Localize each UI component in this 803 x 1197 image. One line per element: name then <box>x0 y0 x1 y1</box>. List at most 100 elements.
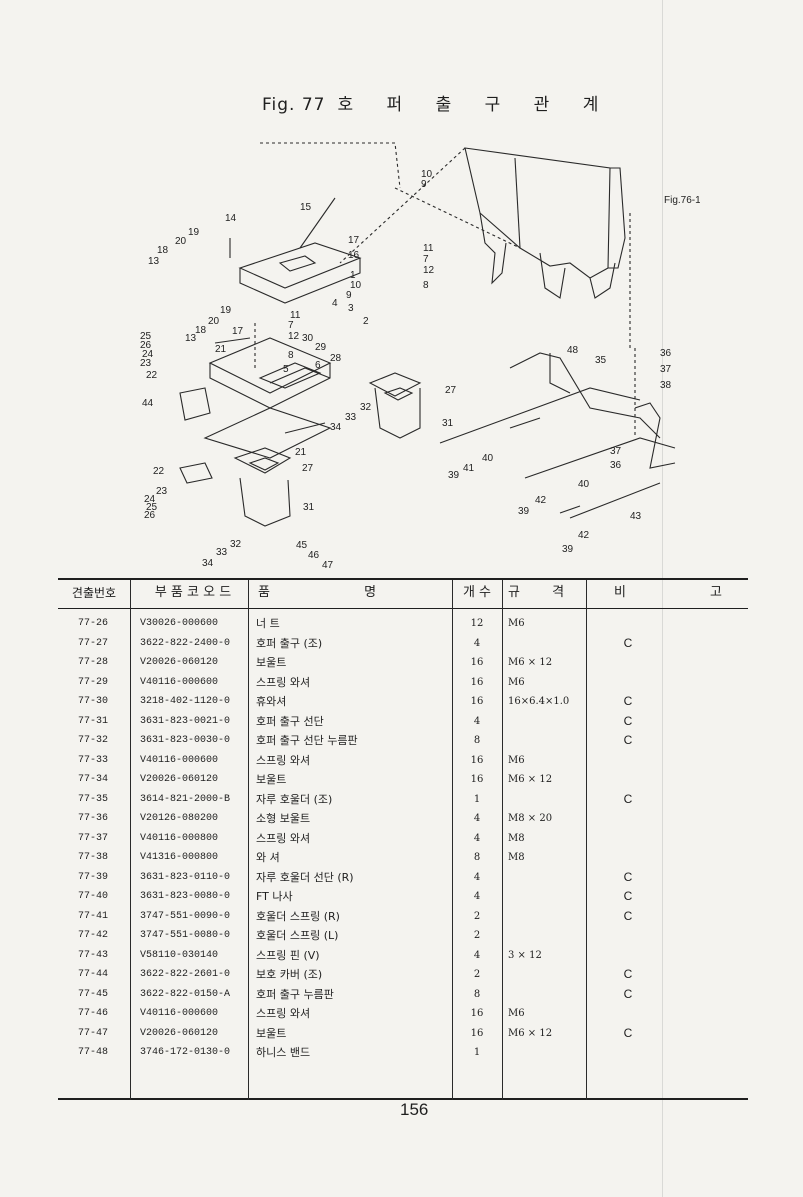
cell-spec: M6 × 12 <box>508 774 553 785</box>
cell-code: 3631-823-0021-0 <box>140 715 231 727</box>
svg-text:17: 17 <box>232 326 244 337</box>
col-divider <box>452 580 453 1100</box>
cell-name: 보울트 <box>256 773 287 786</box>
cell-code: V40116-000600 <box>140 754 219 766</box>
cell-qty: 16 <box>470 1027 484 1039</box>
svg-text:20: 20 <box>208 316 220 327</box>
svg-text:25: 25 <box>146 502 158 513</box>
cell-no: 77-47 <box>78 1027 109 1039</box>
cell-name: 호울더 스프링 (R) <box>256 909 340 923</box>
svg-text:8: 8 <box>423 280 429 291</box>
svg-text:42: 42 <box>578 530 590 541</box>
svg-text:40: 40 <box>578 479 590 490</box>
cell-code: 3614-821-2000-B <box>140 793 231 805</box>
cell-spec: M8 × 20 <box>508 813 553 824</box>
cell-no: 77-26 <box>78 618 109 629</box>
header-remark: 비 고 <box>613 585 723 600</box>
cell-no: 77-40 <box>78 891 109 902</box>
svg-text:8: 8 <box>288 350 294 361</box>
cell-code: V40116-000600 <box>140 1008 219 1019</box>
cell-no: 77-35 <box>78 793 109 805</box>
cell-spec: M6 <box>508 618 525 629</box>
cell-remark: C <box>623 713 633 728</box>
cell-name: 보울트 <box>256 1026 287 1040</box>
cell-name: 호퍼 출구 누름판 <box>256 987 334 1001</box>
cell-code: 3631-823-0080-0 <box>140 891 231 902</box>
cell-qty: 4 <box>473 949 481 961</box>
svg-text:19: 19 <box>188 227 200 238</box>
cell-qty: 4 <box>473 715 481 727</box>
cell-no: 77-33 <box>78 754 109 766</box>
cell-remark: C <box>623 635 633 650</box>
cell-spec: M8 <box>508 852 525 863</box>
svg-text:44: 44 <box>142 398 154 409</box>
cell-spec: M6 × 12 <box>508 657 553 668</box>
svg-text:7: 7 <box>288 320 294 331</box>
svg-text:14: 14 <box>225 213 237 224</box>
cell-qty: 8 <box>473 988 481 1000</box>
svg-text:16: 16 <box>348 250 360 261</box>
cell-qty: 2 <box>473 969 481 980</box>
cell-qty: 1 <box>473 1047 481 1058</box>
svg-text:15: 15 <box>300 202 312 213</box>
cell-qty: 16 <box>470 696 484 707</box>
svg-text:24: 24 <box>142 349 154 360</box>
svg-text:10: 10 <box>421 169 433 180</box>
cell-name: 호퍼 출구 선단 <box>256 714 324 728</box>
cell-no: 77-27 <box>78 637 109 649</box>
svg-text:34: 34 <box>202 558 214 569</box>
svg-text:18: 18 <box>157 245 169 256</box>
cell-remark: C <box>623 1025 633 1040</box>
figure-label: Fig. 77 <box>262 95 326 115</box>
svg-text:39: 39 <box>448 470 460 481</box>
binding-line <box>662 0 663 1197</box>
svg-text:37: 37 <box>660 364 672 375</box>
cell-code: V30026-000600 <box>140 618 219 629</box>
cell-no: 77-48 <box>78 1047 109 1058</box>
cell-name: 스프링 핀 (V) <box>256 948 320 962</box>
cell-spec: 3 × 12 <box>508 949 542 961</box>
cell-remark: C <box>623 889 633 903</box>
cell-remark: C <box>623 967 633 981</box>
cell-no: 77-37 <box>78 832 109 844</box>
svg-text:42: 42 <box>535 495 547 506</box>
svg-text:13: 13 <box>148 256 160 267</box>
svg-text:38: 38 <box>660 380 672 391</box>
cell-code: V40116-000800 <box>140 832 219 844</box>
svg-text:33: 33 <box>345 412 357 423</box>
svg-text:9: 9 <box>346 290 352 301</box>
cell-code: 3218-402-1120-0 <box>140 696 231 707</box>
svg-text:40: 40 <box>482 453 494 464</box>
cell-qty: 16 <box>470 754 484 766</box>
svg-text:18: 18 <box>195 325 207 336</box>
cell-qty: 12 <box>470 618 484 629</box>
cell-no: 77-30 <box>78 696 109 707</box>
svg-text:13: 13 <box>185 333 197 344</box>
svg-text:27: 27 <box>445 385 457 396</box>
cell-qty: 4 <box>473 813 481 824</box>
header-no: 견출번호 <box>71 586 117 600</box>
cell-no: 77-43 <box>78 949 109 961</box>
cell-qty: 4 <box>473 637 481 649</box>
cell-code: 3622-822-0150-A <box>140 988 231 1000</box>
svg-text:4: 4 <box>332 298 338 309</box>
cell-spec: M6 × 12 <box>508 1027 553 1039</box>
svg-text:45: 45 <box>296 540 308 551</box>
table-header-rule <box>58 608 748 609</box>
cell-remark: C <box>623 986 633 1001</box>
svg-text:33: 33 <box>216 547 228 558</box>
cell-remark: C <box>623 908 633 923</box>
